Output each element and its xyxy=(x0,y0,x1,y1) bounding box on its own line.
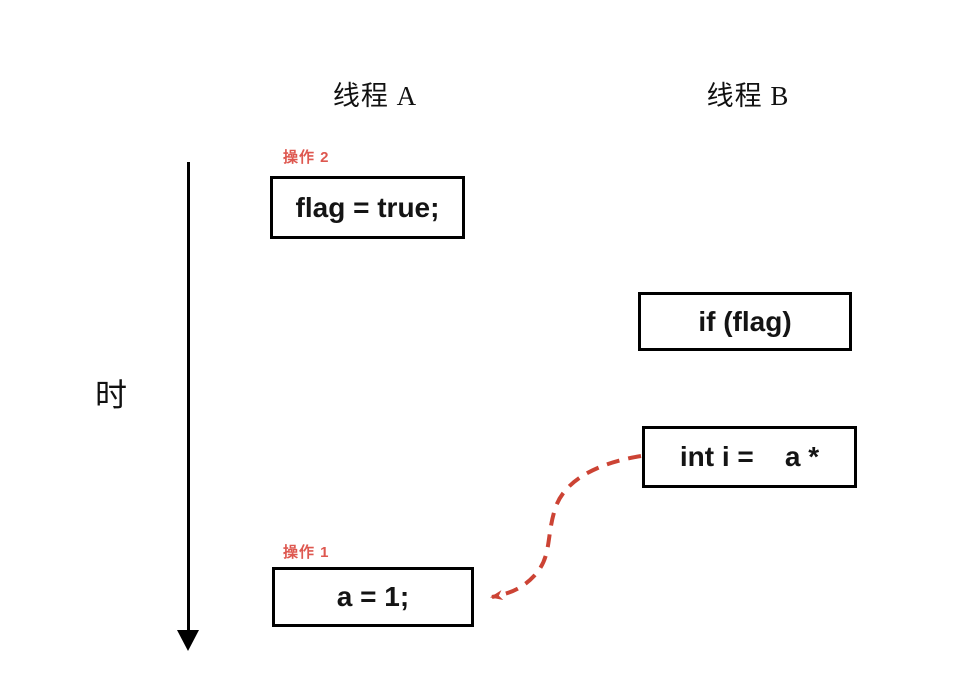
operation-1-label: 操作 1 xyxy=(283,544,330,561)
code-box-int-i: int i = a * xyxy=(642,426,857,488)
code-text-if-flag: if (flag) xyxy=(698,305,792,337)
thread-a-title: 线程 A xyxy=(332,81,418,111)
time-axis-label: 时 xyxy=(95,377,128,413)
code-box-a-assign: a = 1; xyxy=(272,567,474,627)
thread-b-title: 线程 B xyxy=(706,81,790,111)
operation-2-label: 操作 2 xyxy=(283,149,330,166)
dashed-curved-left-arrow-icon xyxy=(490,454,642,600)
code-text-flag-assign: flag = true; xyxy=(295,191,440,223)
time-axis-down-arrow-icon xyxy=(177,630,199,651)
code-text-int-i: int i = a * xyxy=(679,441,820,472)
code-box-flag-assign: flag = true; xyxy=(270,176,465,239)
code-box-if-flag: if (flag) xyxy=(638,292,852,351)
code-text-a-assign: a = 1; xyxy=(336,581,410,612)
time-axis-line xyxy=(187,162,190,632)
